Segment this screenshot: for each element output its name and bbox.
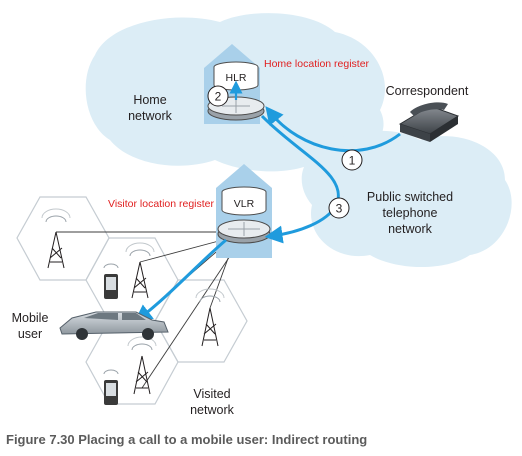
vlr-annotation: Visitor location register bbox=[108, 198, 215, 210]
mobile-user-label-line2: user bbox=[18, 327, 42, 341]
step-2: 2 bbox=[207, 85, 229, 107]
home-network-label-line2: network bbox=[128, 109, 173, 123]
visited-msc-building: VLR bbox=[216, 164, 272, 258]
cell-2 bbox=[85, 237, 179, 322]
mobile-user-car-icon bbox=[59, 311, 169, 340]
cellphone-1-icon bbox=[103, 263, 119, 299]
pstn-label-line1: Public switched bbox=[367, 190, 453, 204]
arrow-correspondent-to-home bbox=[265, 106, 401, 153]
cell-1 bbox=[16, 196, 110, 281]
pstn-label-line2: telephone bbox=[383, 206, 438, 220]
correspondent-label: Correspondent bbox=[386, 84, 469, 98]
svg-text:2: 2 bbox=[215, 90, 222, 104]
mobile-user-label-line1: Mobile bbox=[12, 311, 49, 325]
tower-3-icon bbox=[195, 288, 225, 347]
tower-1-icon bbox=[41, 208, 71, 269]
figure-caption: Figure 7.30 Placing a call to a mobile u… bbox=[6, 432, 368, 447]
visited-network-label-line2: network bbox=[190, 403, 235, 417]
svg-text:1: 1 bbox=[349, 154, 356, 168]
home-network-label-line1: Home bbox=[133, 93, 166, 107]
cell-towers bbox=[41, 208, 225, 395]
cellphone-2-icon bbox=[103, 369, 119, 405]
routing-diagram: HLR VLR 1 2 3 bbox=[12, 13, 512, 417]
arrow-visited-to-mobile bbox=[134, 238, 227, 323]
correspondent-phone-icon bbox=[398, 102, 460, 142]
svg-text:3: 3 bbox=[336, 202, 343, 216]
visited-network-label-line1: Visited bbox=[193, 387, 230, 401]
vlr-label: VLR bbox=[234, 198, 255, 210]
hlr-label: HLR bbox=[225, 72, 246, 84]
tower-2-icon bbox=[125, 242, 155, 299]
step-3: 3 bbox=[328, 197, 350, 219]
hlr-annotation: Home location register bbox=[264, 58, 370, 70]
pstn-label-line3: network bbox=[388, 222, 433, 236]
step-1: 1 bbox=[341, 149, 363, 171]
tower-4-icon bbox=[127, 336, 157, 395]
